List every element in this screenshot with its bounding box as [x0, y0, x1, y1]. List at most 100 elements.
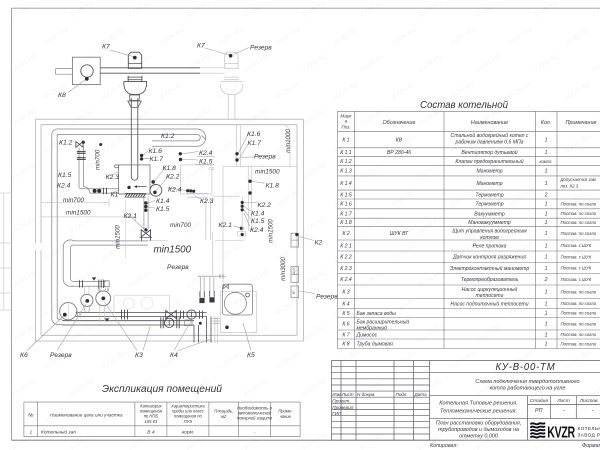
svg-text:К2: К2: [315, 240, 323, 247]
svg-text:Вакуумметр: Вакуумметр: [474, 211, 505, 217]
svg-text:Постав. с ШУК: Постав. с ШУК: [561, 243, 592, 248]
svg-text:К2.4: К2.4: [250, 227, 264, 234]
svg-text:min1500: min1500: [66, 210, 91, 217]
svg-text:ВТ: ВТ: [292, 290, 296, 294]
svg-text:отметку 0,000: отметку 0,000: [459, 434, 498, 440]
svg-text:Труба дымовая: Труба дымовая: [357, 342, 394, 348]
svg-text:К 1.3: К 1.3: [340, 169, 352, 175]
svg-text:Обозначение: Обозначение: [382, 120, 415, 126]
svg-text:К 8: К 8: [342, 342, 349, 348]
svg-text:К7: К7: [102, 43, 110, 50]
svg-text:1: 1: [545, 202, 548, 208]
svg-text:по НПБ: по НПБ: [144, 414, 159, 419]
svg-text:помещения: помещения: [140, 409, 163, 414]
svg-text:Лист: Лист: [341, 392, 354, 397]
svg-text:Кол.: Кол.: [541, 120, 551, 126]
svg-text:среды или класс: среды или класс: [172, 409, 204, 414]
svg-text:Реле протока: Реле протока: [473, 243, 507, 249]
svg-text:К6: К6: [20, 352, 28, 359]
svg-text:Приме-: Приме-: [278, 409, 293, 414]
svg-text:min700: min700: [94, 149, 101, 170]
svg-text:Термометр: Термометр: [475, 192, 503, 198]
svg-text:1: 1: [545, 150, 548, 156]
svg-text:Резерв: Резерв: [250, 45, 272, 52]
svg-text:Вентилятор дутьевой: Вентилятор дутьевой: [461, 149, 517, 156]
svg-text:В 4: В 4: [147, 429, 155, 435]
svg-text:Электроконтактный манометр: Электроконтактный манометр: [450, 265, 530, 272]
svg-text:Листов: Листов: [579, 398, 598, 404]
svg-text:Изм: Изм: [332, 392, 341, 397]
svg-text:котлом: котлом: [480, 235, 499, 241]
svg-text:Характеристика: Характеристика: [170, 404, 205, 409]
svg-text:Постав. по согла: Постав. по согла: [561, 289, 597, 294]
svg-text:1: 1: [545, 220, 548, 226]
svg-text:К 2.4: К 2.4: [340, 277, 352, 283]
svg-text:1: 1: [545, 211, 548, 217]
svg-text:Котельная.Типовые решения.: Котельная.Типовые решения.: [439, 401, 517, 407]
svg-text:К2.3: К2.3: [200, 198, 214, 205]
svg-text:Поз.: Поз.: [341, 125, 350, 130]
svg-text:К 2.1: К 2.1: [340, 243, 352, 249]
svg-text:К2.4: К2.4: [168, 187, 182, 194]
svg-text:Манометр: Манометр: [476, 169, 502, 175]
svg-text:Категория: Категория: [140, 404, 162, 409]
svg-text:К1.6: К1.6: [149, 148, 163, 155]
svg-text:Тепломеханические решения.: Тепломеханические решения.: [440, 408, 517, 414]
svg-text:мембранный: мембранный: [357, 325, 388, 332]
svg-text:Резерв: Резерв: [316, 294, 338, 301]
svg-text:КУ-В-00-ТМ: КУ-В-00-ТМ: [496, 362, 556, 373]
svg-text:К1.6: К1.6: [247, 131, 261, 138]
svg-text:автоматической: автоматической: [238, 411, 272, 416]
svg-text:Резерв: Резерв: [254, 154, 276, 161]
svg-text:KVZR: KVZR: [547, 424, 575, 441]
svg-text:1: 1: [545, 332, 548, 338]
svg-text:К4: К4: [170, 352, 178, 359]
svg-text:К3: К3: [135, 352, 143, 359]
svg-text:Постав. по согла: Постав. по согла: [561, 321, 597, 326]
svg-text:Необходимость в: Необходимость в: [237, 406, 272, 411]
svg-text:норм.: норм.: [182, 430, 195, 435]
svg-text:м2: м2: [221, 414, 227, 419]
svg-text:котла работающего на угле: котла работающего на угле: [490, 386, 566, 392]
svg-text:Постав. с ШУК: Постав. с ШУК: [561, 277, 592, 282]
svg-text:1: 1: [545, 243, 548, 249]
svg-text:Формат: Формат: [582, 443, 600, 449]
svg-text:К1.7: К1.7: [248, 140, 262, 147]
svg-text:1: 1: [545, 266, 548, 272]
svg-text:Бак запаса воды: Бак запаса воды: [357, 311, 397, 317]
svg-text:Проект.: Проект.: [332, 399, 350, 404]
svg-text:Допускается зам: Допускается зам: [560, 177, 596, 182]
svg-text:1: 1: [545, 169, 548, 175]
svg-text:-: -: [592, 408, 594, 414]
svg-text:Состав котельной: Состав котельной: [420, 99, 508, 111]
svg-text:К1.8: К1.8: [266, 183, 280, 190]
svg-text:К 1.8: К 1.8: [340, 220, 352, 226]
svg-text:Постав. по согла: Постав. по согла: [561, 301, 597, 306]
svg-text:К 1.6: К 1.6: [340, 202, 352, 208]
svg-text:пожарной защите: пожарной защите: [237, 416, 273, 421]
svg-text:Копировал:: Копировал:: [430, 443, 458, 449]
svg-text:2: 2: [544, 277, 548, 283]
svg-text:1: 1: [545, 231, 548, 237]
svg-text:Наименование цеха или участка: Наименование цеха или участка: [50, 412, 123, 417]
svg-text:К1.4: К1.4: [251, 211, 265, 218]
svg-text:поз. К2.3: поз. К2.3: [561, 183, 579, 188]
svg-text:1: 1: [545, 342, 548, 348]
svg-text:К2.4: К2.4: [57, 183, 71, 190]
svg-text:К1: К1: [111, 192, 119, 199]
svg-text:К2.1: К2.1: [219, 222, 233, 229]
svg-text:К 4: К 4: [342, 301, 349, 307]
svg-text:План расстановки оборудования,: План расстановки оборудования,: [436, 421, 522, 427]
svg-text:К2.3: К2.3: [106, 174, 120, 181]
svg-text:Постав. по согла: Постав. по согла: [561, 332, 597, 337]
svg-text:1: 1: [545, 137, 548, 143]
svg-text:min700: min700: [170, 222, 191, 229]
svg-text:К1.5: К1.5: [199, 159, 213, 166]
svg-text:К 1.5: К 1.5: [340, 192, 352, 198]
svg-text:К 5: К 5: [342, 311, 349, 317]
svg-text:К5: К5: [247, 352, 255, 359]
svg-text:К1.2: К1.2: [161, 133, 175, 140]
svg-text:2: 2: [544, 192, 548, 198]
svg-text:Постав. по согла: Постав. по согла: [561, 231, 597, 236]
svg-text:К1.7: К1.7: [150, 156, 164, 163]
